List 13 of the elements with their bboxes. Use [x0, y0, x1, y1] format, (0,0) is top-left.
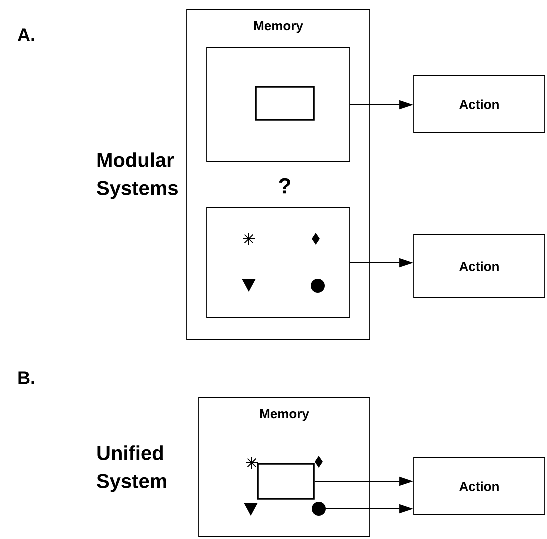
- rectangle-symbol: [257, 463, 315, 500]
- panel-title: Modular Systems: [97, 152, 178, 200]
- memory-box: Memory: [198, 398, 370, 538]
- action-box: Action: [414, 76, 546, 134]
- question-mark: ?: [279, 178, 290, 194]
- action-box: Action: [414, 458, 546, 516]
- circle-symbol: [312, 502, 326, 516]
- panel-title: Unified System: [97, 446, 166, 492]
- panel-letter: B.: [18, 372, 34, 384]
- action-box: Action: [414, 234, 546, 298]
- panel-letter: A.: [18, 28, 34, 42]
- module-box: [206, 48, 350, 162]
- module-box: [206, 208, 350, 318]
